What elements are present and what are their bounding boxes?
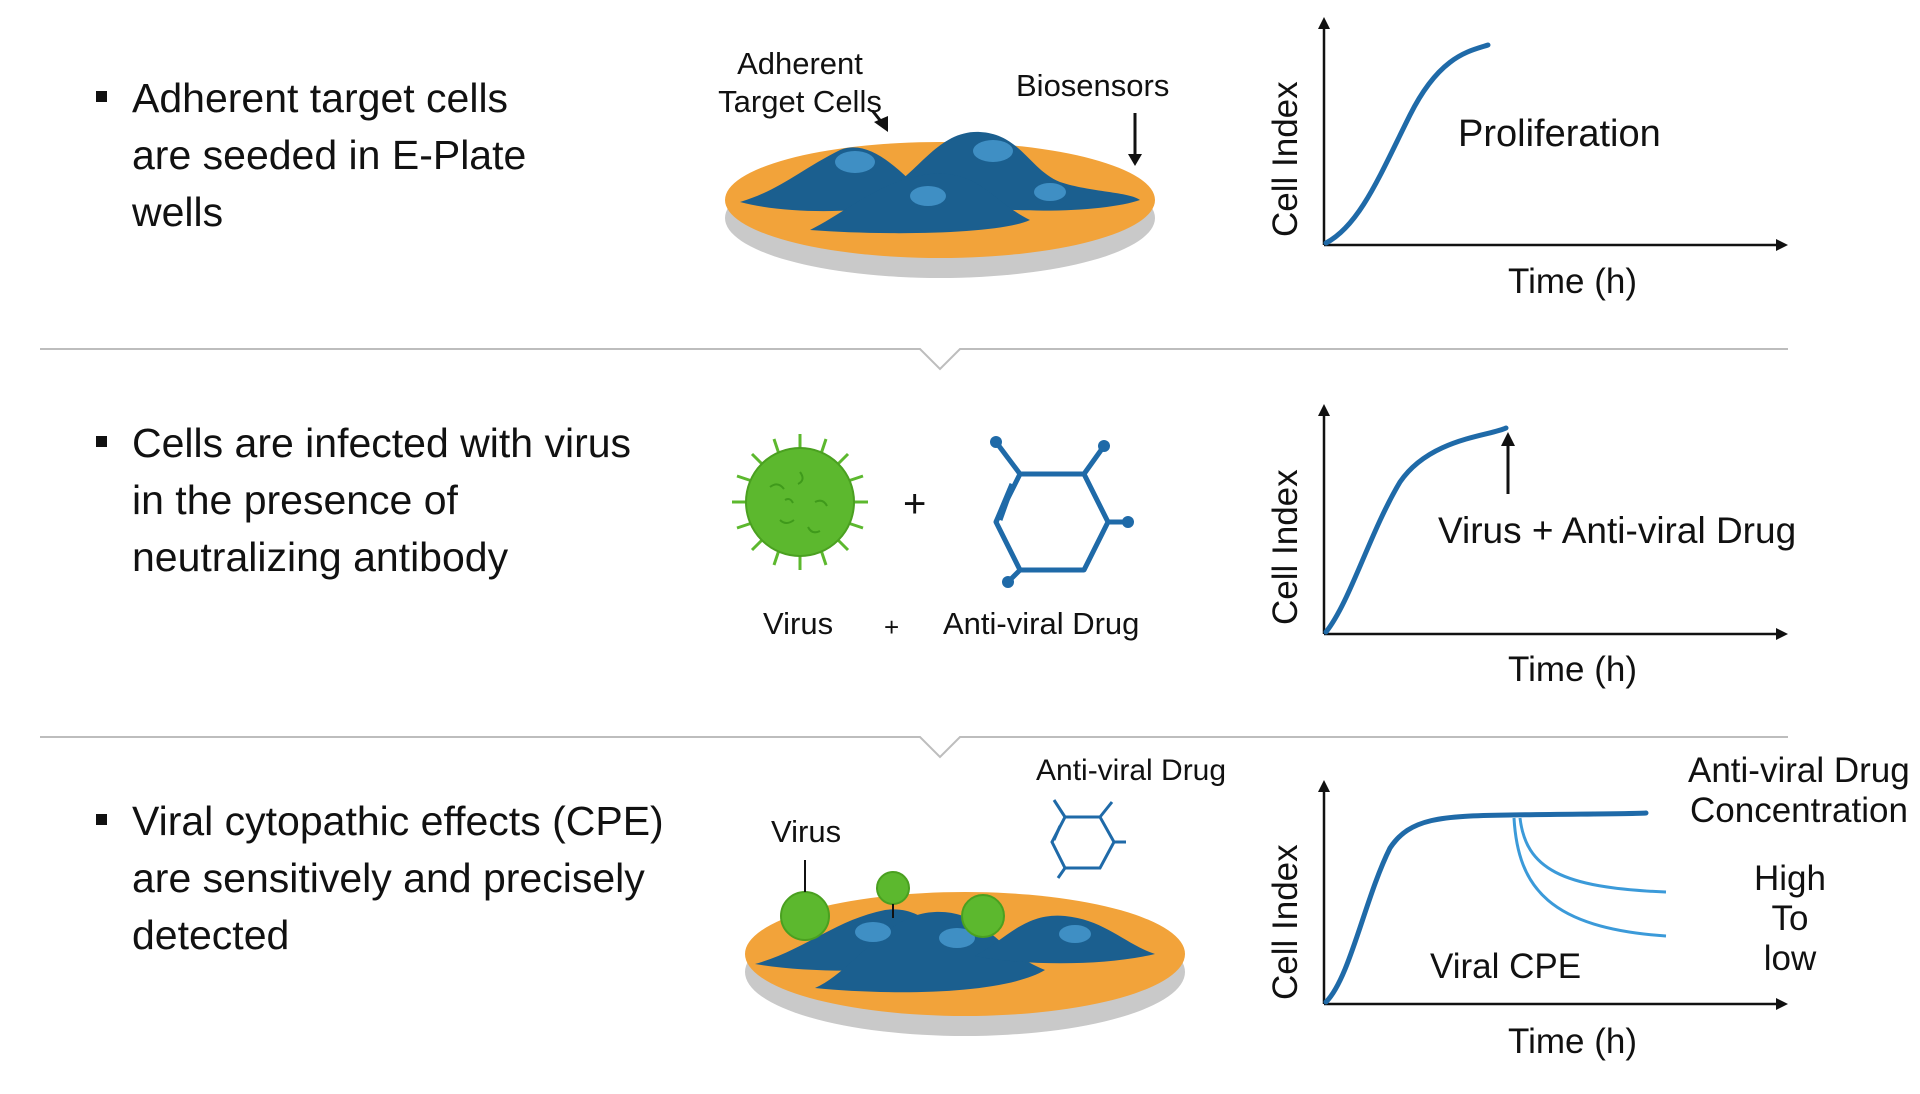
step-1-line-3: wells bbox=[132, 189, 224, 235]
virus-label: Virus bbox=[763, 606, 834, 641]
viral-cpe-label: Viral CPE bbox=[1430, 947, 1582, 986]
adherent-cells-label-1: Adherent bbox=[737, 46, 863, 81]
biosensors-label: Biosensors bbox=[1016, 68, 1170, 103]
step-3-line-2: are sensitively and precisely bbox=[132, 855, 645, 901]
anti-viral-drug-molecule-icon bbox=[990, 436, 1134, 588]
y-axis-arrow bbox=[1318, 780, 1330, 792]
x-axis-label: Time (h) bbox=[1508, 650, 1637, 689]
x-axis-label: Time (h) bbox=[1508, 1022, 1637, 1061]
step-1-line-2: are seeded in E-Plate bbox=[132, 132, 527, 178]
proliferation-curve bbox=[1323, 42, 1491, 246]
adherent-cells-label-2: Target Cells bbox=[718, 84, 882, 119]
nucleus bbox=[1034, 183, 1066, 201]
mid-concentration-curve bbox=[1518, 817, 1667, 894]
low-concentration-curve bbox=[1512, 817, 1667, 938]
y-axis-arrow bbox=[1318, 404, 1330, 416]
eplate-well-illustration bbox=[725, 110, 1155, 278]
high-concentration-curve bbox=[1323, 810, 1649, 1005]
biosensor-arrowhead bbox=[1128, 154, 1142, 166]
proliferation-label: Proliferation bbox=[1458, 113, 1661, 155]
nucleus bbox=[910, 186, 946, 206]
y-axis-arrow bbox=[1318, 17, 1330, 29]
y-axis-label: Cell Index bbox=[1266, 81, 1305, 237]
step-1-line-1: Adherent target cells bbox=[132, 75, 509, 121]
x-axis-arrow bbox=[1776, 239, 1788, 251]
drug-concentration-label-1: Anti-viral Drug bbox=[1688, 751, 1910, 790]
nucleus bbox=[835, 151, 875, 173]
step-2-line-3: neutralizing antibody bbox=[132, 534, 509, 580]
virus-drug-annotation: Virus + Anti-viral Drug bbox=[1438, 510, 1797, 551]
chart-viral-cpe bbox=[1318, 780, 1788, 1010]
y-axis-label: Cell Index bbox=[1266, 844, 1305, 1000]
plus-label: + bbox=[884, 612, 900, 642]
anti-viral-drug-molecule-small-icon bbox=[1050, 799, 1126, 879]
high-label: High bbox=[1754, 859, 1826, 898]
to-label: To bbox=[1771, 899, 1809, 938]
low-label: low bbox=[1763, 939, 1817, 978]
chart-virus-drug bbox=[1318, 404, 1788, 640]
step-3-line-3: detected bbox=[132, 912, 290, 958]
virus-label: Virus bbox=[771, 814, 842, 849]
step-1-text: Adherent target cells are seeded in E-Pl… bbox=[96, 70, 526, 241]
virus-icon bbox=[732, 434, 868, 570]
x-axis-arrow bbox=[1776, 998, 1788, 1010]
x-axis-label: Time (h) bbox=[1508, 262, 1637, 301]
step-3-text: Viral cytopathic effects (CPE) are sensi… bbox=[96, 793, 664, 964]
step-2-text: Cells are infected with virus in the pre… bbox=[96, 415, 631, 586]
virus-particle bbox=[876, 871, 910, 905]
cells-arrowhead bbox=[874, 116, 888, 132]
step-3-line-1: Viral cytopathic effects (CPE) bbox=[132, 798, 664, 844]
y-axis-label: Cell Index bbox=[1266, 469, 1305, 625]
x-axis-arrow bbox=[1776, 628, 1788, 640]
virus-particle bbox=[961, 894, 1005, 938]
bullet-icon bbox=[96, 436, 107, 447]
annotation-arrowhead bbox=[1501, 432, 1515, 446]
drug-label: Anti-viral Drug bbox=[1036, 754, 1227, 787]
step-2-line-1: Cells are infected with virus bbox=[132, 420, 632, 466]
divider-2 bbox=[40, 736, 1788, 759]
virus-particle bbox=[780, 891, 830, 941]
bullet-icon bbox=[96, 91, 107, 102]
chart-proliferation bbox=[1318, 17, 1788, 251]
infected-plate-illustration bbox=[745, 860, 1185, 1036]
plus-symbol: + bbox=[903, 482, 927, 526]
virus-drug-curve bbox=[1323, 425, 1509, 635]
nucleus bbox=[973, 140, 1013, 162]
divider-1 bbox=[40, 348, 1788, 371]
bullet-icon bbox=[96, 814, 107, 825]
step-2-line-2: in the presence of bbox=[132, 477, 458, 523]
drug-label: Anti-viral Drug bbox=[943, 606, 1140, 641]
drug-concentration-label-2: Concentration bbox=[1690, 791, 1908, 830]
